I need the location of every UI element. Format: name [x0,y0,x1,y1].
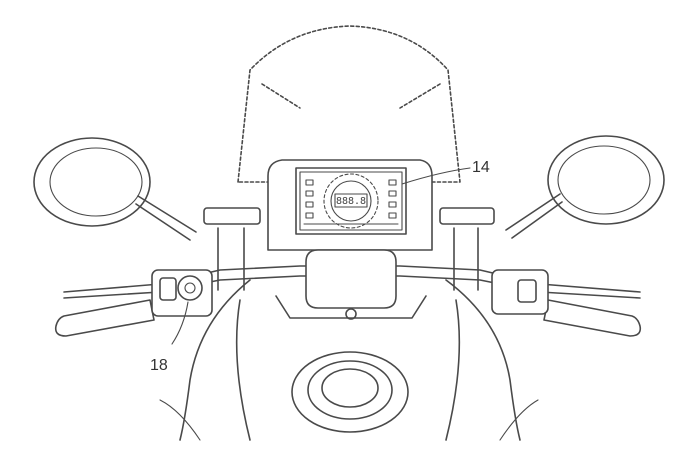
side-panel-right [499,399,539,441]
right-fork [453,227,479,291]
left-grip [54,299,155,337]
instrument-display [295,167,407,235]
windscreen [237,25,461,183]
switch-button[interactable] [159,277,177,301]
engine-switch[interactable] [177,275,203,301]
reference-label-18: 18 [150,357,168,374]
digit-window [334,193,368,208]
leader-line-14 [401,167,471,185]
leader-line-18 [171,301,189,345]
engine-switch-center [184,282,196,294]
left-mirror-stem [135,195,197,241]
instrument-display-inner [299,171,403,231]
left-mirror [33,137,151,227]
tachometer-face [330,180,372,222]
fuel-cap-ring [307,360,393,420]
fairing-left [179,279,251,441]
right-turn-signal [439,207,495,225]
right-grip [543,299,642,337]
fairing-right [445,279,521,441]
windscreen-highlight-right [399,83,441,109]
left-mirror-glass [49,147,143,217]
right-mirror-stem [505,193,563,239]
triple-clamp [275,295,427,319]
right-mirror [547,135,665,225]
tachometer-dial [323,173,379,229]
right-indicator-lights [388,179,397,219]
handlebar-clamp [305,249,397,309]
reference-label-14: 14 [472,159,490,176]
right-mirror-glass [557,145,651,215]
fuel-cap-outer [291,351,409,433]
side-panel-left [159,399,201,441]
tank-outline [235,299,461,441]
fuel-cap-center [321,368,379,408]
right-switch-button[interactable] [517,279,537,303]
display-digits: 888.8 [336,196,366,207]
windscreen-highlight-left [261,83,301,109]
left-indicator-lights [305,179,314,219]
stem-nut [345,308,357,320]
left-turn-signal [203,207,261,225]
